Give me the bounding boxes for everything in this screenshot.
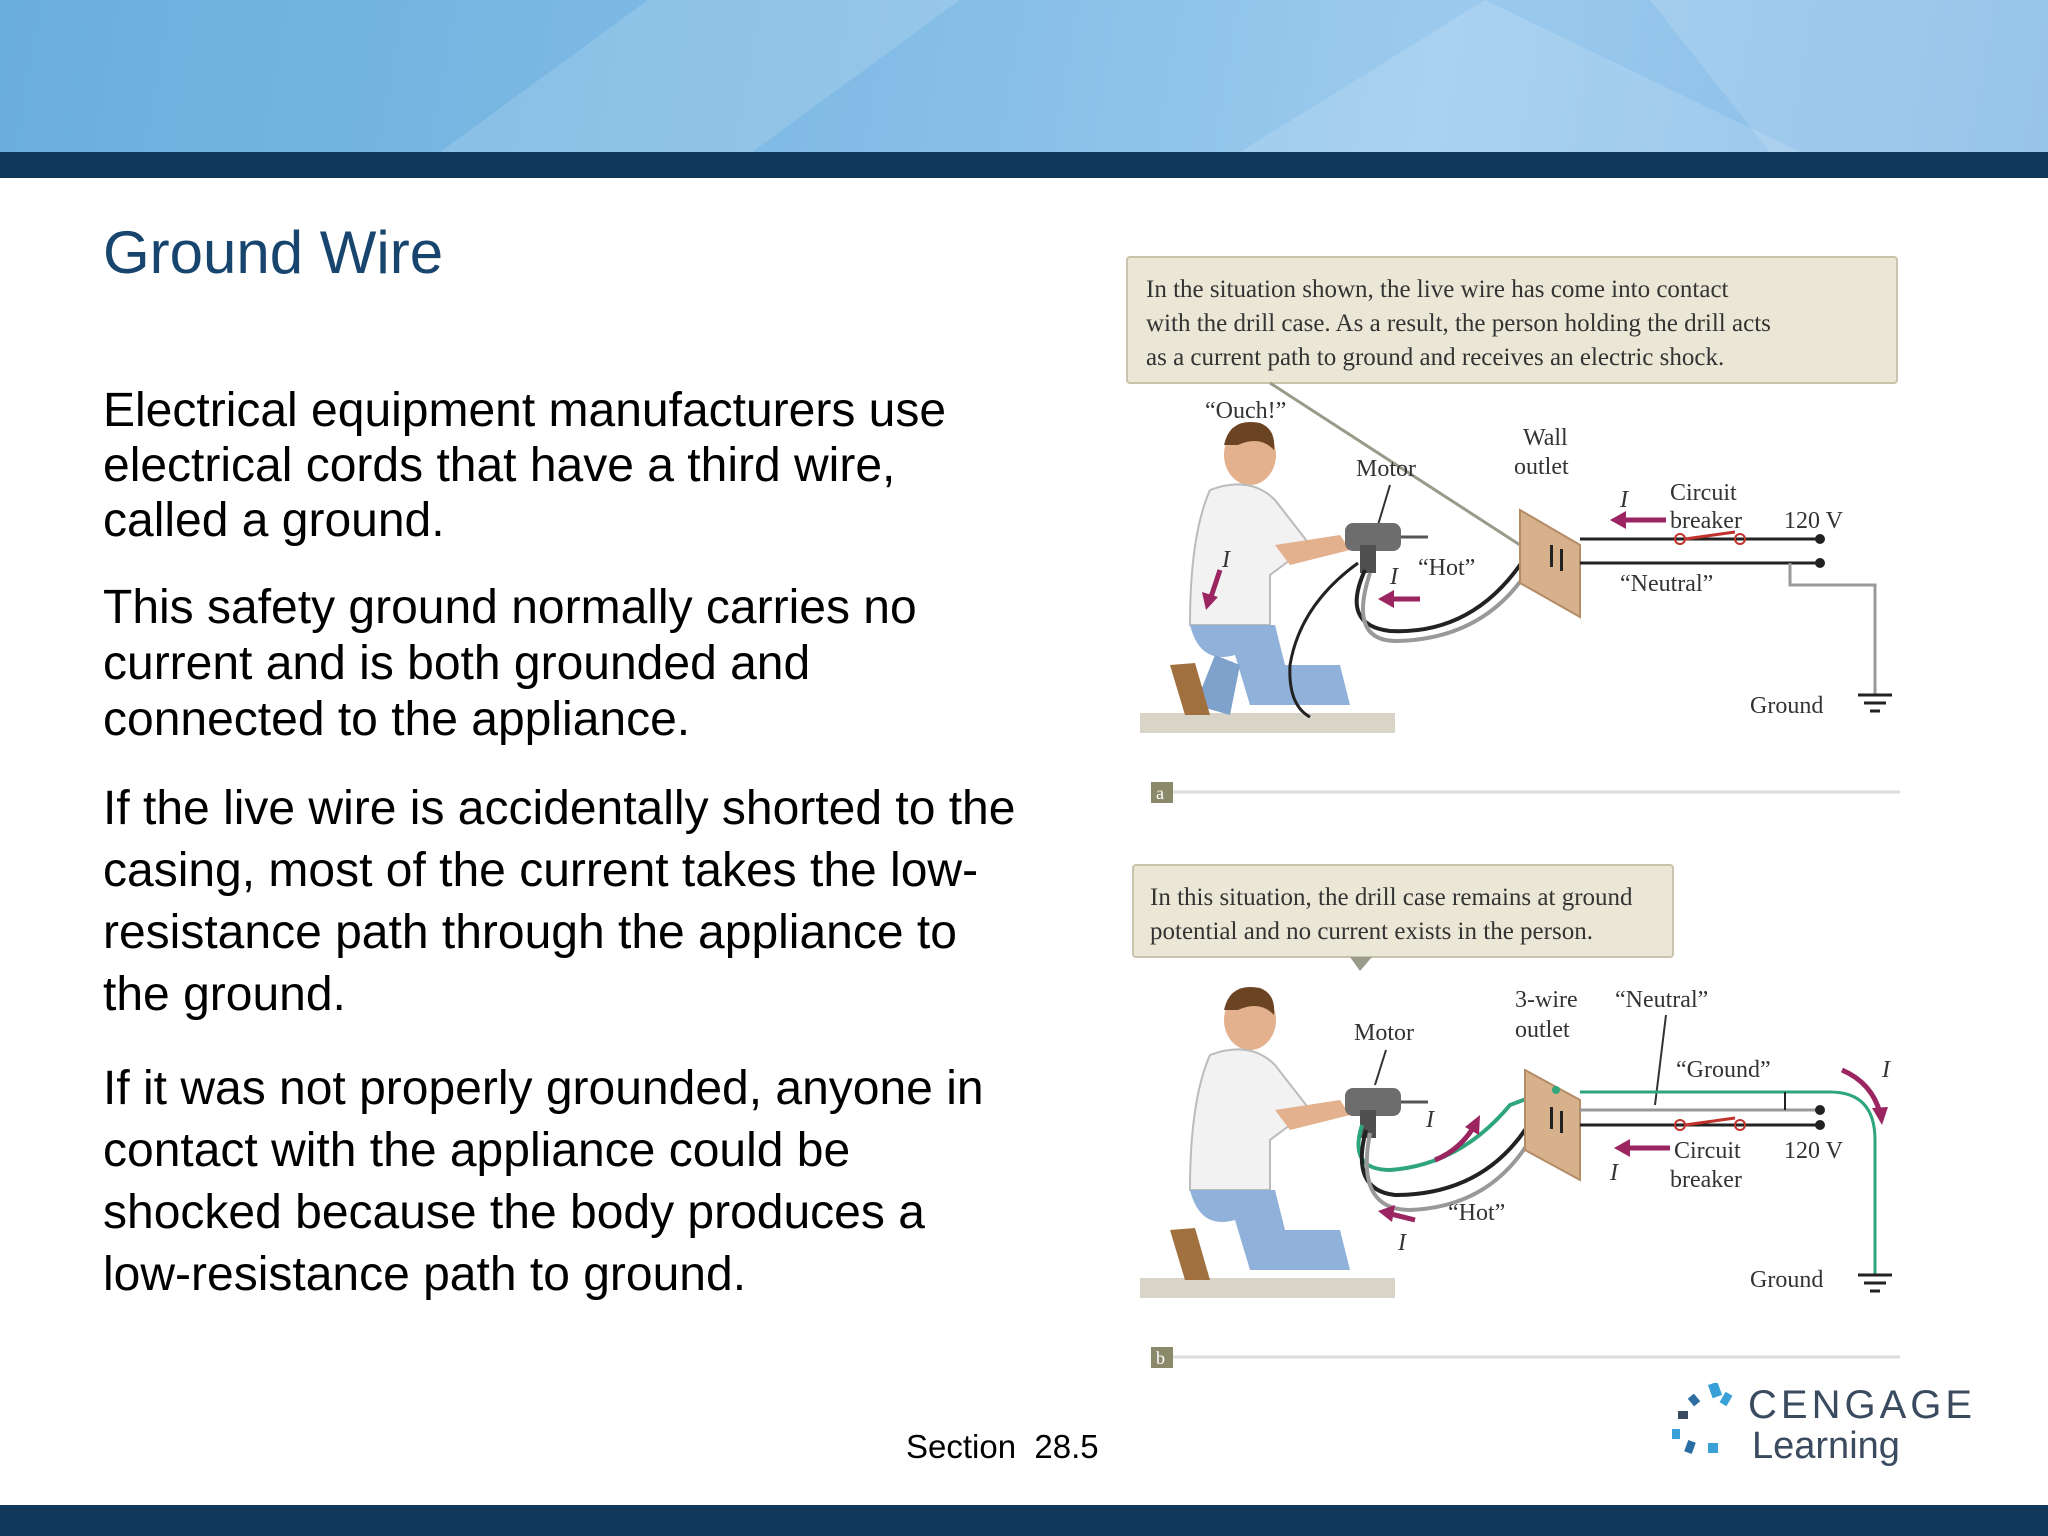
outlet-label-a: outlet [1514,454,1569,480]
current-symbol-a-1: I [1619,487,1629,513]
ground-quote-label: “Ground” [1676,1057,1771,1083]
wall-label: Wall [1523,425,1568,451]
three-wire-label: 3-wire [1515,987,1578,1013]
caption-b-line-2: potential and no current exists in the p… [1150,918,1593,945]
current-arrow-b-4: I [1840,1057,1891,1125]
caption-b-line-1: In this situation, the drill case remain… [1150,884,1633,911]
cengage-logo-mark-icon [1672,1383,1733,1455]
current-symbol-b-1: I [1609,1160,1619,1186]
paragraph-not-grounded: If it was not properly grounded, anyone … [103,1062,984,1301]
outlet-label-b: outlet [1515,1017,1570,1043]
person-current-path [1288,561,1359,719]
ground-wire-b [1580,1090,1877,1275]
circuit-breaker-b [1684,1116,1736,1127]
footer-rule [0,1505,2048,1536]
person-b [1170,986,1350,1280]
ground-cord-b [1356,1088,1551,1173]
neutral-leader-b [1654,1014,1667,1106]
neutral-label-a: “Neutral” [1620,571,1713,597]
caption-a-line-1: In the situation shown, the live wire ha… [1146,276,1729,303]
current-symbol-a-2: I [1389,564,1399,590]
neutral-cord-b [1364,1123,1552,1213]
panel-letter-b: b [1156,1348,1165,1368]
logo-word-cengage: CENGAGE [1748,1383,1977,1427]
circuit-label-b: Circuit [1674,1138,1741,1164]
caption-a-line-3: as a current path to ground and receives… [1146,344,1724,371]
header-banner [0,0,2048,152]
caption-pointer-a [1269,381,1521,547]
current-arrow-b-2: I [1425,1107,1480,1163]
motor-leader-b [1374,1049,1387,1086]
motor-label-b: Motor [1354,1020,1414,1046]
caption-pointer-b [1350,957,1372,971]
voltage-label-b: 120 V [1784,1138,1844,1164]
circuit-label-a: Circuit [1670,480,1737,506]
current-arrow-a-2: I [1378,564,1420,608]
header-rule [0,152,2048,178]
current-arrow-a-3: I [1202,547,1231,610]
paragraph-short-to-casing: If the live wire is accidentally shorted… [103,782,1016,1021]
ground-symbol-b [1858,1273,1892,1293]
motor-label-a: Motor [1356,456,1416,482]
panel-b: In this situation, the drill case remain… [1132,864,1900,1368]
current-arrow-b-3: I [1378,1205,1416,1256]
neutral-label-b: “Neutral” [1615,987,1708,1013]
hot-label-a: “Hot” [1418,555,1475,581]
voltage-label-a: 120 V [1784,508,1844,534]
panel-tag-a [1151,782,1173,803]
breaker-label-a: breaker [1670,508,1742,534]
ground-wire-figure: In the situation shown, the live wire ha… [1126,256,1900,1368]
hot-cord-b [1359,1113,1552,1198]
caption-box-a [1126,256,1898,384]
floor-a [1140,713,1395,733]
ground-label-a: Ground [1750,693,1823,719]
drill-a [1345,523,1428,573]
panel-letter-a: a [1156,783,1164,803]
logo-word-learning: Learning [1752,1425,1900,1467]
ouch-label: “Ouch!” [1205,398,1286,424]
motor-leader-a [1377,484,1391,526]
drill-b [1345,1088,1428,1138]
current-symbol-b-2: I [1425,1107,1435,1133]
ground-wire-a [1788,563,1877,695]
current-arrow-b-1: I [1609,1139,1670,1186]
slide-title: Ground Wire [103,219,444,286]
breaker-label-b: breaker [1670,1167,1742,1193]
current-symbol-b-4: I [1881,1057,1891,1083]
caption-a-line-2: with the drill case. As a result, the pe… [1146,310,1771,337]
hot-label-b: “Hot” [1448,1200,1505,1226]
person-a [1170,421,1350,715]
current-symbol-b-3: I [1397,1230,1407,1256]
paragraph-third-wire: Electrical equipment manufacturers use e… [103,384,947,547]
hot-cord-a [1354,549,1549,634]
panel-a: In the situation shown, the live wire ha… [1126,256,1900,803]
section-label: Section 28.5 [906,1428,1099,1465]
floor-b [1140,1278,1395,1298]
neutral-cord-a [1361,561,1549,644]
circuit-breaker-a [1684,530,1736,541]
caption-box-b [1132,864,1674,958]
cengage-logo: CENGAGE Learning [1664,1383,1972,1475]
ground-symbol-a [1858,693,1892,713]
panel-tag-b [1151,1347,1173,1368]
current-arrow-a-1: I [1610,487,1666,529]
current-symbol-a-3: I [1221,547,1231,573]
ground-label-b: Ground [1750,1267,1823,1293]
paragraph-safety-ground: This safety ground normally carries no c… [103,581,917,746]
